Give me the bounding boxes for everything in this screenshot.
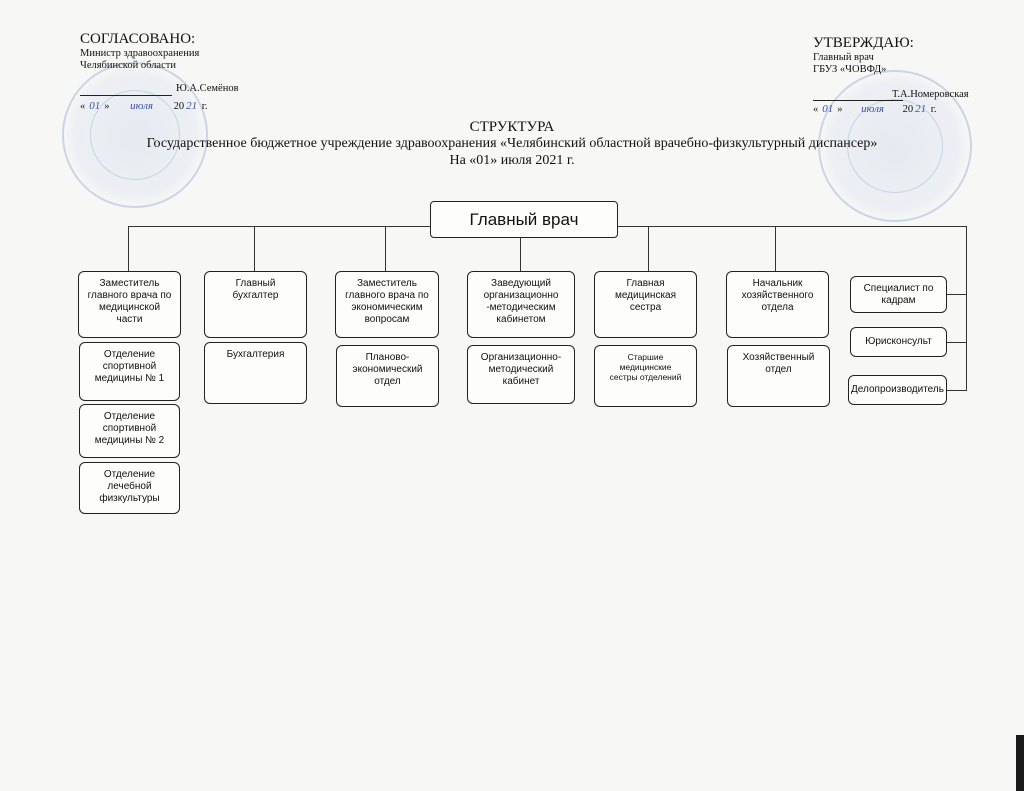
document-subtitle: Государственное бюджетное учреждение здр… [146, 136, 878, 151]
node-legal-counsel: Юрисконсульт [850, 327, 947, 357]
node-household-dept: Хозяйственный отдел [727, 345, 830, 407]
approval-left-sign-line [80, 95, 172, 96]
date-close-quote: » [837, 104, 843, 115]
approval-right-line2: ГБУЗ «ЧОВФД» [813, 64, 887, 75]
approval-right-signer: Т.А.Номеровская [892, 89, 969, 100]
date-month: июля [130, 100, 154, 112]
connector-drop-col5 [648, 226, 650, 271]
date-year-prefix: 20 [902, 104, 914, 115]
left-stamp [62, 62, 208, 208]
approval-left-line2: Челябинской области [80, 60, 176, 71]
approval-right-heading: УТВЕРЖДАЮ: [813, 35, 914, 51]
connector-staff-2 [946, 342, 967, 344]
date-year-prefix: 20 [173, 101, 185, 112]
node-deputy-economic: Заместитель главного врача по экономичес… [335, 271, 439, 338]
date-year-suffix: г. [930, 104, 937, 115]
date-day: 01 [89, 100, 101, 112]
connector-staff-vertical [966, 226, 968, 391]
connector-staff-3 [946, 390, 967, 392]
scan-edge-mark [1016, 735, 1024, 791]
node-planning-economic-dept: Планово- экономический отдел [336, 345, 439, 407]
connector-drop-col1 [128, 226, 130, 271]
connector-drop-col6 [775, 226, 777, 271]
date-year: 21 [186, 100, 198, 112]
approval-right-line1: Главный врач [813, 52, 874, 63]
connector-staff-1 [946, 294, 967, 296]
node-methodical-office: Организационно- методический кабинет [467, 345, 575, 404]
approval-left-signer: Ю.А.Семёнов [176, 83, 239, 94]
date-day: 01 [822, 103, 834, 115]
node-sports-medicine-1: Отделение спортивной медицины № 1 [79, 342, 180, 401]
connector-drop-col4 [520, 238, 522, 271]
node-physical-therapy: Отделение лечебной физкультуры [79, 462, 180, 514]
right-stamp [818, 70, 972, 222]
date-open-quote: « [813, 104, 819, 115]
node-chief-accountant: Главный бухгалтер [204, 271, 307, 338]
connector-drop-col3 [385, 226, 387, 271]
node-head-household: Начальник хозяйственного отдела [726, 271, 829, 338]
node-head-nurse: Главная медицинская сестра [594, 271, 697, 338]
node-sports-medicine-2: Отделение спортивной медицины № 2 [79, 404, 180, 458]
document-date: На «01» июля 2021 г. [449, 153, 575, 168]
node-deputy-medical: Заместитель главного врача по медицинско… [78, 271, 181, 338]
node-senior-nurses: Старшие медицинские сестры отделений [594, 345, 697, 407]
approval-left-line1: Министр здравоохранения [80, 48, 200, 59]
date-year-suffix: г. [201, 101, 208, 112]
document-title: СТРУКТУРА [469, 119, 555, 135]
node-head-methodical-office: Заведующий организационно -методическим … [467, 271, 575, 338]
connector-drop-col2 [254, 226, 256, 271]
approval-left-heading: СОГЛАСОВАНО: [80, 31, 196, 47]
approval-right-sign-line [813, 100, 903, 101]
root-node-chief-doctor: Главный врач [430, 201, 618, 238]
node-hr-specialist: Специалист по кадрам [850, 276, 947, 313]
node-clerk: Делопроизводитель [848, 375, 947, 405]
date-year: 21 [915, 103, 927, 115]
node-accounting: Бухгалтерия [204, 342, 307, 404]
date-close-quote: » [104, 101, 110, 112]
date-month: июля [861, 103, 885, 115]
date-open-quote: « [80, 101, 86, 112]
